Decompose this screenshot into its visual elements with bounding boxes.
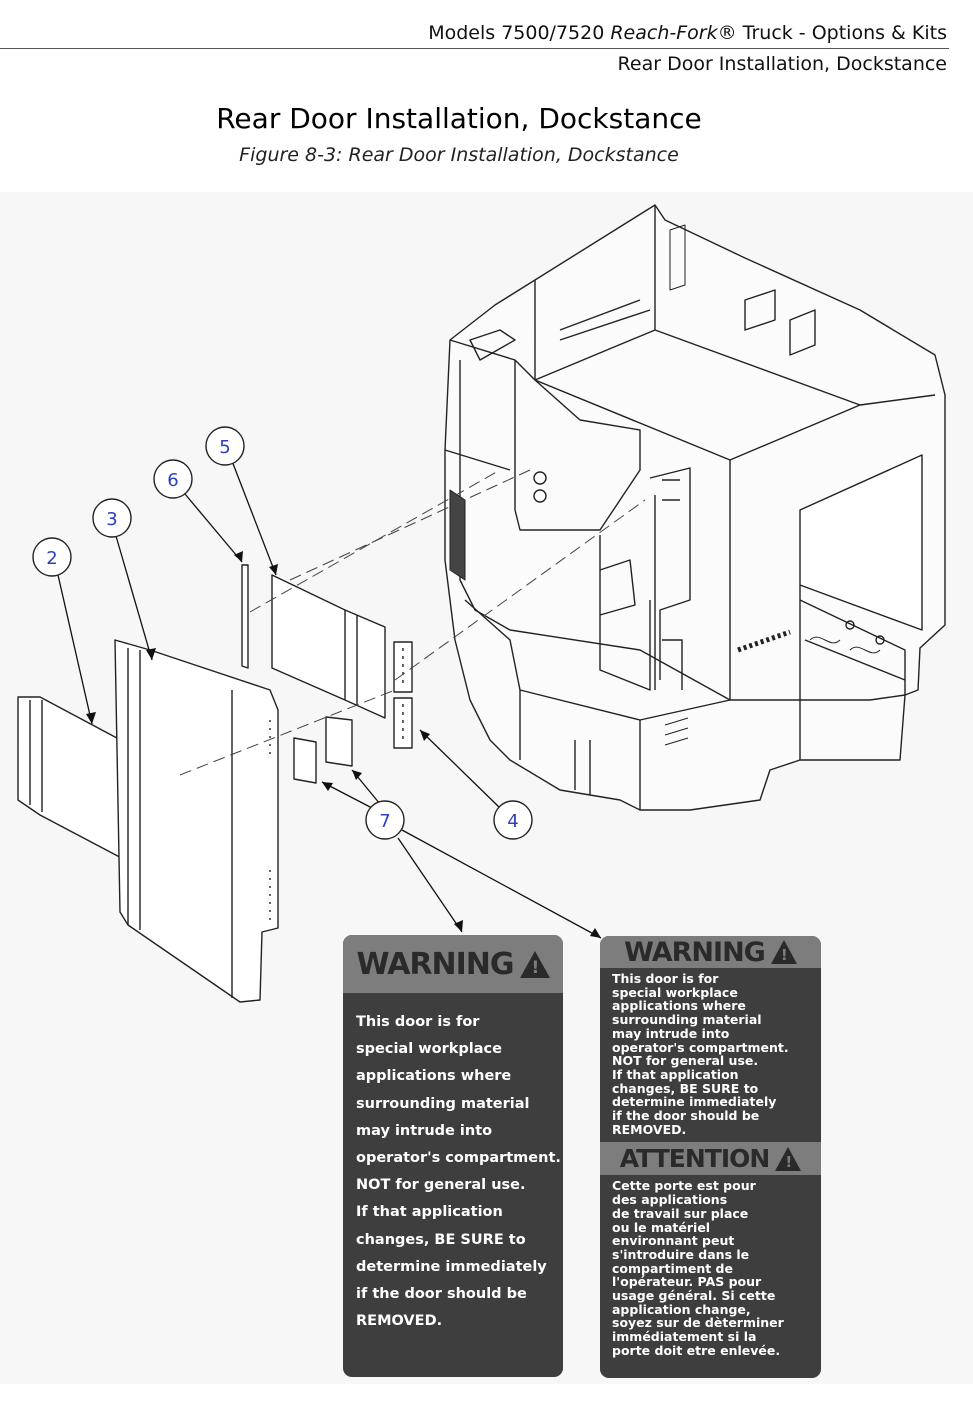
warning-label-bilingual: WARNING ! This door is for special workp… — [600, 936, 821, 1378]
warning-text: This door is for special workplace appli… — [356, 1014, 561, 1330]
attention-heading: ATTENTION — [619, 1144, 771, 1174]
alignment-lines — [179, 469, 646, 776]
warning-triangle-icon: ! — [775, 1146, 802, 1171]
warning-heading: WARNING — [624, 936, 766, 968]
callout-2: 2 — [32, 537, 72, 577]
svg-text:4: 4 — [507, 811, 518, 832]
warning-heading-band: WARNING ! — [343, 935, 563, 993]
warning-text: This door is for special workplace appli… — [612, 971, 789, 1137]
header-section-line: Rear Door Installation, Dockstance — [617, 53, 947, 75]
callout-5: 5 — [205, 426, 245, 466]
header-divider — [0, 48, 949, 49]
callout-4: 4 — [493, 800, 533, 840]
callout-7: 7 — [365, 800, 405, 840]
svg-text:2: 2 — [46, 548, 57, 569]
attention-text: Cette porte est pour des applications de… — [612, 1178, 784, 1358]
door-panel-part-3 — [114, 639, 279, 1003]
leader-lines — [57, 460, 602, 939]
svg-text:6: 6 — [167, 470, 178, 491]
seal-strip-part-6 — [241, 564, 249, 669]
callout-3: 3 — [92, 498, 132, 538]
leader-arrowheads — [86, 551, 601, 938]
figure-caption: Figure 8-3: Rear Door Installation, Dock… — [239, 144, 679, 166]
svg-text:3: 3 — [106, 509, 117, 530]
warning-label-english: WARNING ! This door is for special workp… — [343, 935, 563, 1377]
door-panel-part-5 — [271, 574, 386, 719]
decals-part-7 — [293, 716, 353, 784]
page-title: Rear Door Installation, Dockstance — [216, 102, 702, 135]
attention-heading-band: ATTENTION ! — [600, 1142, 821, 1176]
warning-triangle-icon: ! — [519, 950, 550, 978]
truck-body-illustration — [444, 204, 946, 811]
brand-name: Reach-Fork — [610, 22, 718, 44]
callout-6: 6 — [153, 459, 193, 499]
header-models-line: Models 7500/7520 Reach-Fork® Truck - Opt… — [428, 22, 947, 44]
hinges-part-4 — [393, 641, 413, 749]
svg-text:5: 5 — [219, 437, 230, 458]
warning-triangle-icon: ! — [770, 940, 797, 964]
svg-text:7: 7 — [379, 811, 390, 832]
warning-heading-band: WARNING ! — [600, 936, 821, 968]
warning-heading: WARNING — [356, 946, 514, 982]
